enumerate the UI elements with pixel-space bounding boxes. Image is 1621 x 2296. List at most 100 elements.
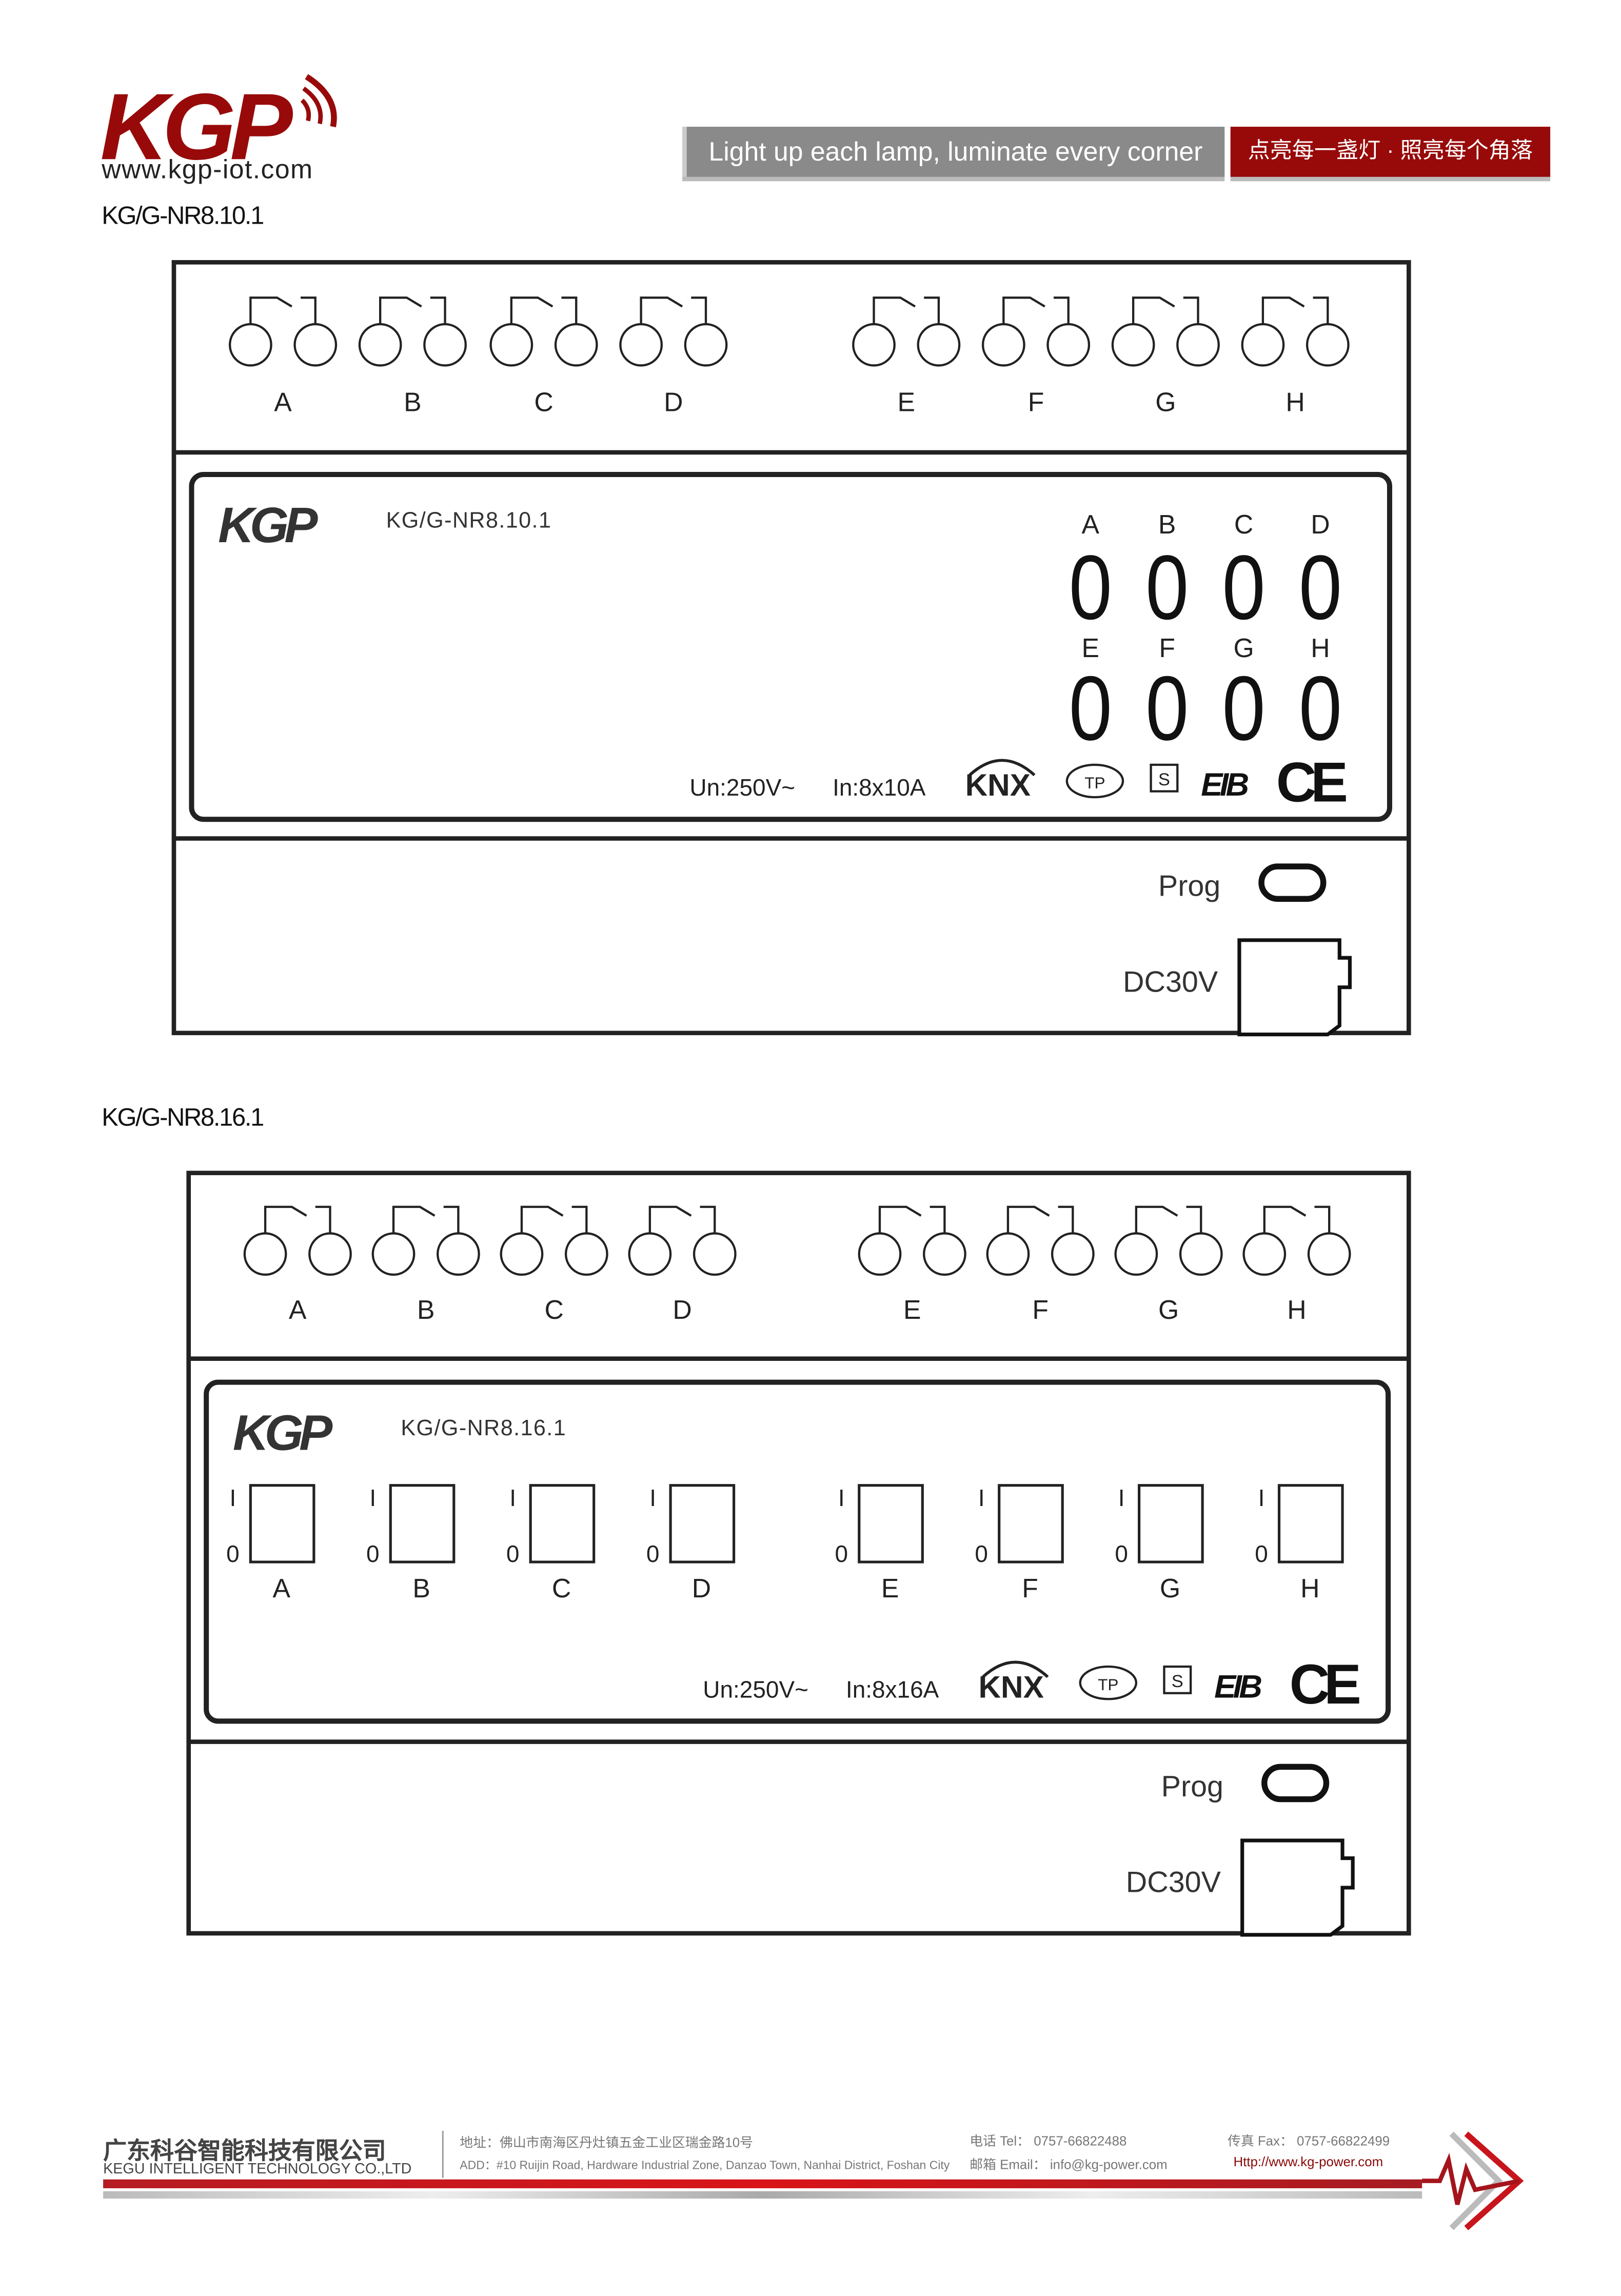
relay-contact-symbol [1263,1205,1331,1234]
relay-contact-symbol [264,1205,331,1234]
address-en: ADD：#10 Ruijin Road, Hardware Industrial… [460,2159,950,2172]
eib-logo: EIB [1214,1669,1261,1705]
display-channel-label-E: E [1082,633,1099,663]
model-label-2: KG/G-NR8.16.1 [102,1103,264,1132]
terminal-label-B: B [417,1295,434,1324]
switch-on-label: I [1118,1485,1125,1511]
relay-contact-symbol [873,296,940,324]
company-en: KEGU INTELLIGENT TECHNOLOGY CO.,LTD [103,2162,412,2178]
email-text: 邮箱 Email： info@kg-power.com [970,2157,1168,2172]
footer-red-line [103,2179,1422,2188]
prog-button[interactable] [1261,1764,1330,1803]
switch-label-D: D [692,1573,711,1603]
s-mark-box [1150,763,1179,793]
channel-status-digit-F: 0 [1145,658,1189,760]
panel-model-text: KG/G-NR8.10.1 [386,508,552,532]
current-rating: In:8x10A [833,774,926,801]
manual-switch-button-F[interactable] [998,1484,1064,1563]
channel-status-digit-D: 0 [1299,537,1342,639]
channel-status-digit-G: 0 [1222,658,1265,760]
switch-label-C: C [552,1573,571,1603]
manual-switch-button-B[interactable] [389,1484,456,1563]
knx-arc [968,759,1036,777]
knx-bus-connector [1240,1838,1355,1937]
display-channel-label-G: G [1233,633,1254,663]
switch-label-B: B [412,1573,430,1603]
manual-switch-button-H[interactable] [1277,1484,1344,1563]
relay-contact-symbol [392,1205,460,1234]
switch-off-label: 0 [1255,1540,1268,1567]
svg-text:KGP: KGP [100,74,293,171]
relay-contact-symbol [520,1205,588,1234]
switch-label-E: E [881,1573,899,1603]
switch-on-label: I [838,1485,845,1511]
terminal-label-G: G [1155,387,1176,417]
relay-contact-symbol [510,296,578,324]
fax-text: 传真 Fax： 0757-66822499 [1227,2133,1390,2149]
model-label-1: KG/G-NR8.10.1 [102,202,264,230]
relay-contact-symbol [1135,1205,1202,1234]
terminal-label-B: B [404,387,421,417]
switch-on-label: I [978,1485,985,1511]
tp-badge-text: TP [1098,1675,1118,1694]
relay-contact-symbol [1261,296,1329,324]
terminal-label-A: A [274,387,292,417]
switch-off-label: 0 [646,1540,660,1567]
prog-label: Prog [1158,870,1220,903]
slogan-cn: 点亮每一盏灯 · 照亮每个角落 [1230,127,1551,177]
channel-status-digit-C: 0 [1222,537,1265,639]
tp-badge [1079,1665,1138,1700]
prog-label: Prog [1161,1770,1223,1803]
prog-button[interactable] [1258,863,1327,902]
knx-bus-connector [1237,938,1352,1037]
terminal-label-G: G [1158,1295,1179,1324]
tp-badge [1065,763,1124,799]
voltage-rating: Un:250V~ [689,774,795,801]
eib-logo: EIB [1201,767,1248,803]
knx-logo: KNX [965,767,1031,802]
switch-off-label: 0 [366,1540,380,1567]
relay-contact-symbol [1006,1205,1074,1234]
terminal-label-H: H [1287,1295,1306,1324]
front-panel [204,1379,1391,1724]
manual-switch-button-C[interactable] [529,1484,596,1563]
relay-contact-symbol [379,296,446,324]
manual-switch-button-G[interactable] [1138,1484,1204,1563]
website-link[interactable]: Http://www.kg-power.com [1233,2154,1383,2169]
panel-model-text: KG/G-NR8.16.1 [401,1416,566,1440]
channel-status-digit-A: 0 [1069,537,1112,639]
knx-arc [982,1660,1049,1678]
current-rating: In:8x16A [846,1676,939,1703]
manual-switch-button-E[interactable] [858,1484,924,1563]
switch-off-label: 0 [1115,1540,1128,1567]
switch-on-label: I [229,1485,236,1511]
switch-label-A: A [272,1573,290,1603]
terminal-label-E: E [903,1295,921,1324]
terminal-label-C: C [544,1295,563,1324]
switch-label-F: F [1022,1573,1038,1603]
switch-on-label: I [1258,1485,1265,1511]
s-mark-box [1163,1665,1192,1694]
terminal-label-D: D [673,1295,691,1324]
display-channel-label-A: A [1082,509,1100,539]
terminal-label-C: C [534,387,553,417]
power-label: DC30V [1126,1866,1221,1899]
manual-switch-button-A[interactable] [249,1484,315,1563]
channel-status-digit-H: 0 [1299,658,1342,760]
display-channel-label-C: C [1234,509,1253,539]
relay-contact-symbol [1002,296,1070,324]
switch-off-label: 0 [226,1540,240,1567]
knx-logo: KNX [978,1669,1043,1704]
manual-switch-button-D[interactable] [669,1484,736,1563]
kg-diamond-logo [1422,2131,1524,2230]
front-panel [189,471,1392,822]
relay-contact-symbol [640,296,707,324]
website-text: www.kgp-iot.com [102,154,313,185]
relay-contact-symbol [648,1205,716,1234]
panel-kgp-logo: KGP [218,497,318,553]
terminal-label-F: F [1028,387,1044,417]
company-cn: 广东科谷智能科技有限公司 [103,2140,386,2165]
display-channel-label-H: H [1311,633,1330,663]
